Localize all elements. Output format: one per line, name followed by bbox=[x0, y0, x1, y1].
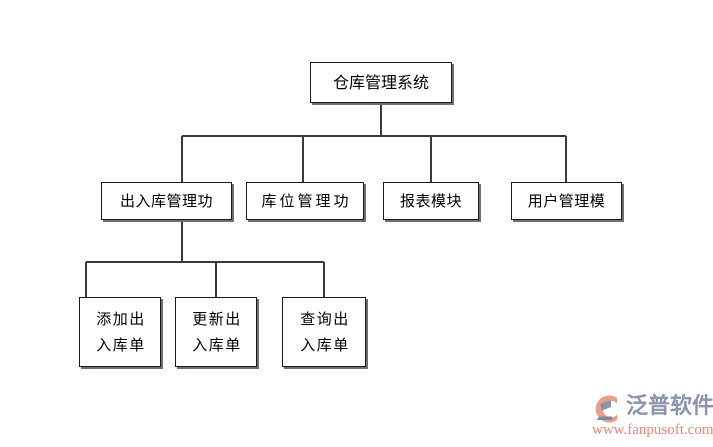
node-label: 库位管理功 bbox=[261, 191, 352, 210]
fanpu-logo-icon bbox=[595, 395, 617, 423]
node-query-inbound-outbound-order[interactable]: 查询出 入库单 bbox=[282, 297, 366, 367]
node-inbound-outbound-module[interactable]: 出入库管理功 bbox=[101, 182, 232, 220]
watermark-url-text: www.fanpusoft.com bbox=[592, 422, 713, 438]
node-update-inbound-outbound-order[interactable]: 更新出 入库单 bbox=[175, 297, 257, 367]
watermark: 泛普软件 www.fanpusoft.com bbox=[590, 392, 713, 442]
node-label-line1: 添加出 bbox=[96, 309, 146, 328]
node-add-inbound-outbound-order[interactable]: 添加出 入库单 bbox=[79, 297, 161, 367]
node-label: 用户管理模 bbox=[527, 191, 606, 210]
node-label: 出入库管理功 bbox=[119, 191, 213, 210]
node-label-line2: 入库单 bbox=[192, 335, 242, 354]
node-warehouse-management-system[interactable]: 仓库管理系统 bbox=[310, 62, 452, 103]
watermark-brand-text: 泛普软件 bbox=[626, 394, 713, 419]
node-label-line2: 入库单 bbox=[96, 335, 146, 354]
node-label-line2: 入库单 bbox=[300, 335, 350, 354]
node-report-module[interactable]: 报表模块 bbox=[383, 182, 479, 220]
node-storage-location-module[interactable]: 库位管理功 bbox=[246, 182, 364, 220]
node-label: 仓库管理系统 bbox=[332, 72, 429, 92]
node-user-management-module[interactable]: 用户管理模 bbox=[511, 182, 622, 220]
node-label-line1: 更新出 bbox=[192, 309, 242, 328]
node-label: 报表模块 bbox=[399, 191, 462, 210]
node-label-line1: 查询出 bbox=[300, 309, 350, 328]
